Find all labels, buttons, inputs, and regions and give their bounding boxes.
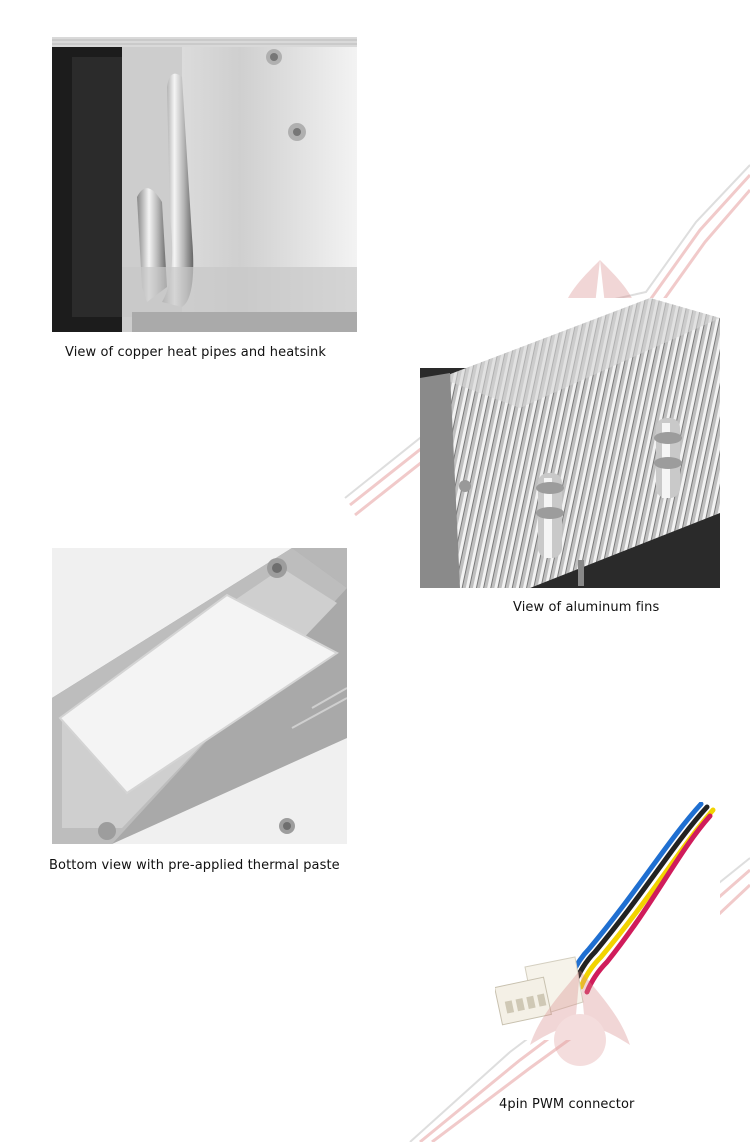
pwm-connector-caption: 4pin PWM connector [499, 1097, 635, 1112]
pwm-connector-photo [495, 802, 720, 1040]
heatpipe-caption: View of copper heat pipes and heatsink [65, 345, 327, 360]
thermal-paste-photo [52, 548, 347, 844]
fins-photo [420, 298, 720, 588]
fins-caption: View of aluminum fins [513, 600, 660, 615]
thermal-paste-caption: Bottom view with pre-applied thermal pas… [49, 858, 340, 873]
heatpipe-photo [52, 37, 357, 332]
